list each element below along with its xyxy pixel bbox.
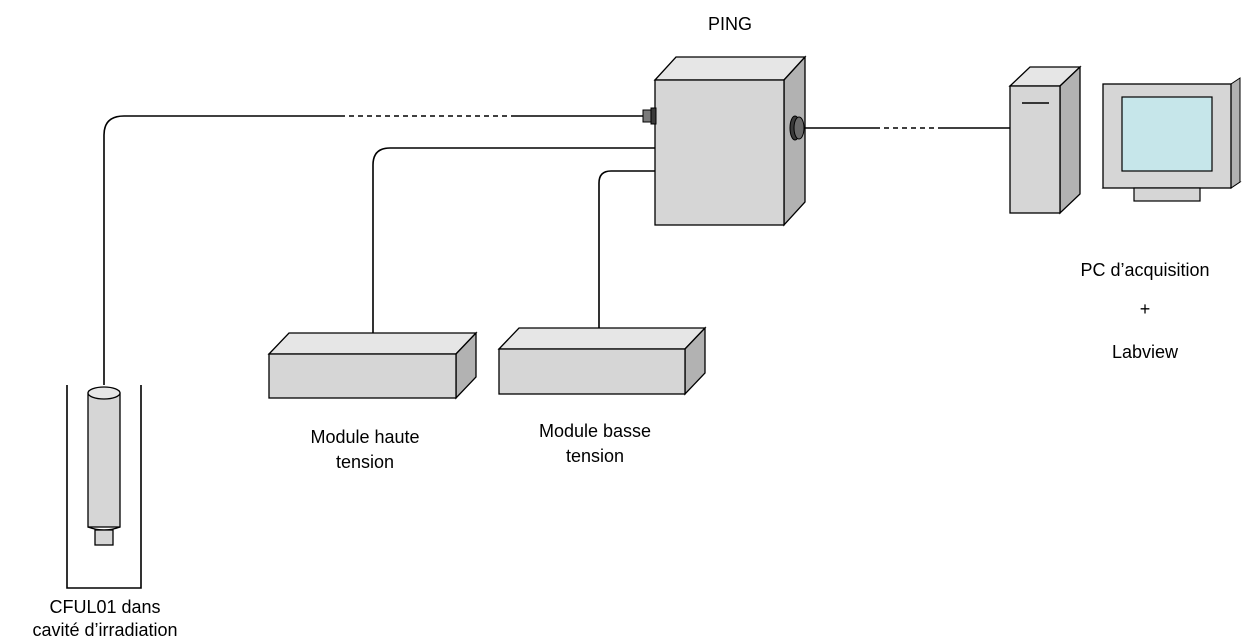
lv-module (497, 326, 707, 396)
hv-module-label-line2: tension (335, 452, 395, 472)
monitor-screen (1121, 96, 1213, 172)
irradiation-cavity (66, 385, 142, 589)
lv-module-label-line1: Module basse (538, 421, 652, 441)
lv-cable (598, 170, 655, 328)
detector-cable (103, 115, 340, 385)
ping-label: PING (707, 14, 752, 34)
ping-output-connector (789, 115, 805, 141)
detector-label-line2: cavité d’irradiation (32, 620, 178, 640)
pc-monitor (1101, 77, 1242, 202)
detector-cful01 (87, 386, 121, 546)
hv-module (267, 331, 478, 400)
pc-tower (1008, 65, 1082, 215)
pc-label-plus: + (1139, 299, 1151, 319)
ping-input-connector (642, 107, 657, 125)
detector-label-line1: CFUL01 dans (49, 597, 161, 617)
hv-module-label-line1: Module haute (310, 427, 420, 447)
ping-box (653, 55, 807, 227)
pc-label-line3: Labview (1111, 342, 1179, 362)
lv-module-label-line2: tension (565, 446, 625, 466)
hv-cable (372, 147, 655, 333)
pc-label-line1: PC d’acquisition (1080, 260, 1210, 280)
